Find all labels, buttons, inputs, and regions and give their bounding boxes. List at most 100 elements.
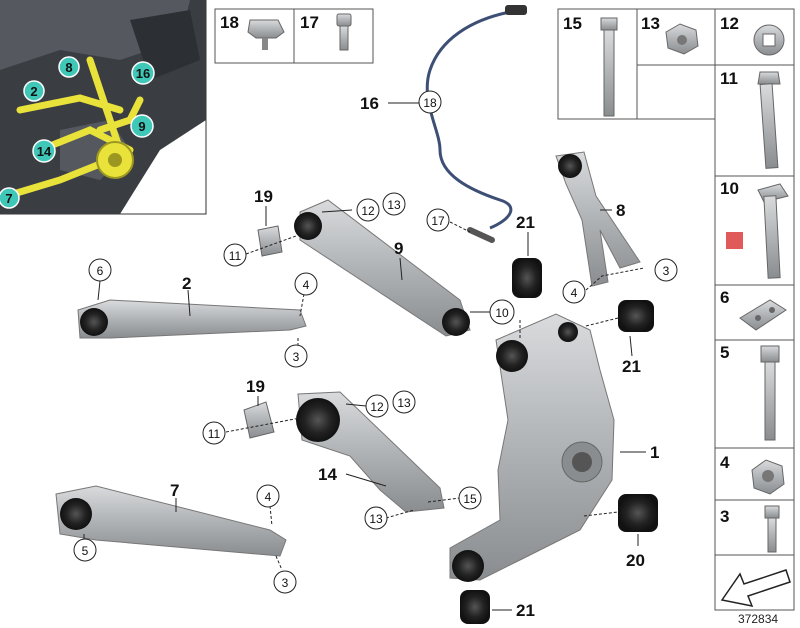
callout-18: 18 [418, 90, 442, 114]
svg-text:12: 12 [370, 400, 384, 414]
callout-4-a: 4 [562, 280, 586, 304]
svg-text:11: 11 [208, 427, 221, 441]
inset-label-9: 9 [130, 114, 154, 138]
washer-19-top [257, 225, 283, 257]
svg-text:19: 19 [254, 187, 273, 206]
svg-text:2: 2 [30, 84, 37, 99]
svg-text:4: 4 [265, 490, 272, 504]
speed-sensor-cable [425, 5, 527, 243]
svg-text:18: 18 [423, 96, 437, 110]
arm-7 [55, 485, 287, 557]
callout-12-bottom: 12 [365, 394, 389, 418]
callout-11-top: 11 [223, 243, 247, 267]
callout-13-c: 13 [364, 506, 388, 530]
panel-label-12: 12 [720, 14, 739, 33]
inset-label-14: 14 [32, 139, 56, 163]
svg-text:21: 21 [516, 601, 535, 620]
callout-3-a: 3 [654, 258, 678, 282]
callout-12-top: 12 [356, 198, 380, 222]
svg-text:3: 3 [663, 264, 670, 278]
svg-text:2: 2 [182, 274, 191, 293]
callout-21-mid: 21 [622, 357, 641, 376]
callout-6: 6 [88, 258, 112, 282]
bushing-20 [618, 494, 658, 532]
svg-text:5: 5 [82, 544, 89, 558]
washer-12-icon [753, 24, 785, 56]
bolt-11-icon [757, 71, 781, 169]
nut-4-icon [751, 459, 785, 495]
side-parts-panel: 15 13 12 11 10 6 5 [557, 8, 795, 611]
arm-8 [555, 151, 641, 287]
callout-19-bottom: 19 [246, 377, 265, 396]
svg-text:16: 16 [360, 94, 379, 113]
callout-16: 16 [360, 94, 379, 113]
bolt-15-icon [600, 17, 618, 117]
panel-label-15: 15 [563, 14, 582, 33]
callout-3-c: 3 [273, 570, 297, 594]
callout-11-bottom: 11 [202, 421, 226, 445]
washer-19-bottom [243, 401, 275, 439]
plate-6-icon [739, 299, 787, 331]
callout-5: 5 [73, 538, 97, 562]
panel-label-17: 17 [300, 13, 319, 32]
svg-text:9: 9 [394, 239, 403, 258]
callout-13-top: 13 [382, 192, 406, 216]
panel-label-18: 18 [220, 13, 239, 32]
callout-20: 20 [626, 551, 645, 570]
panel-label-11: 11 [720, 69, 738, 88]
svg-text:14: 14 [318, 465, 337, 484]
callout-19-top: 19 [254, 187, 273, 206]
bolt-3-icon [764, 505, 780, 553]
bolt-10-icon [757, 183, 789, 279]
svg-text:4: 4 [571, 286, 578, 300]
callout-21-top: 21 [516, 213, 535, 232]
svg-text:7: 7 [170, 481, 179, 500]
callout-21-bottom: 21 [516, 601, 535, 620]
svg-text:17: 17 [431, 214, 445, 228]
svg-text:13: 13 [369, 512, 383, 526]
vehicle-inset: 8 16 2 9 14 7 [0, 0, 207, 215]
panel-label-3: 3 [720, 507, 729, 526]
svg-text:3: 3 [293, 350, 300, 364]
svg-text:14: 14 [37, 144, 52, 159]
svg-text:4: 4 [303, 278, 310, 292]
inset-label-16: 16 [131, 61, 155, 85]
svg-text:20: 20 [626, 551, 645, 570]
svg-text:11: 11 [229, 249, 242, 263]
arm-2 [77, 299, 307, 339]
svg-text:8: 8 [616, 201, 625, 220]
svg-text:10: 10 [495, 306, 509, 320]
svg-text:6: 6 [97, 264, 104, 278]
inset-label-8: 8 [58, 56, 80, 78]
bolt-5-icon [760, 345, 780, 441]
clip-part-icon [247, 19, 285, 50]
callout-8: 8 [616, 201, 625, 220]
callout-10: 10 [489, 299, 515, 325]
wheel-carrier [449, 313, 615, 582]
callout-9: 9 [394, 239, 403, 258]
panel-label-13: 13 [641, 14, 660, 33]
inset-label-7: 7 [0, 187, 20, 209]
svg-text:13: 13 [397, 396, 411, 410]
callout-4-b: 4 [294, 272, 318, 296]
svg-text:21: 21 [622, 357, 641, 376]
svg-text:1: 1 [650, 443, 659, 462]
svg-text:12: 12 [361, 204, 375, 218]
svg-text:15: 15 [463, 492, 477, 506]
svg-text:3: 3 [282, 576, 289, 590]
svg-text:8: 8 [65, 60, 72, 75]
callout-17: 17 [426, 208, 450, 232]
callout-14: 14 [318, 465, 337, 484]
panel-label-4: 4 [720, 453, 730, 472]
nut-13-icon [665, 23, 699, 55]
panel-label-5: 5 [720, 343, 729, 362]
callout-1: 1 [650, 443, 659, 462]
panel-label-10: 10 [720, 179, 739, 198]
top-parts-panel: 18 17 [214, 8, 374, 64]
svg-text:13: 13 [387, 198, 401, 212]
callout-3-b: 3 [284, 344, 308, 368]
arm-9 [294, 199, 471, 337]
color-marker [726, 232, 743, 249]
callout-7: 7 [170, 481, 179, 500]
callout-15: 15 [458, 486, 482, 510]
